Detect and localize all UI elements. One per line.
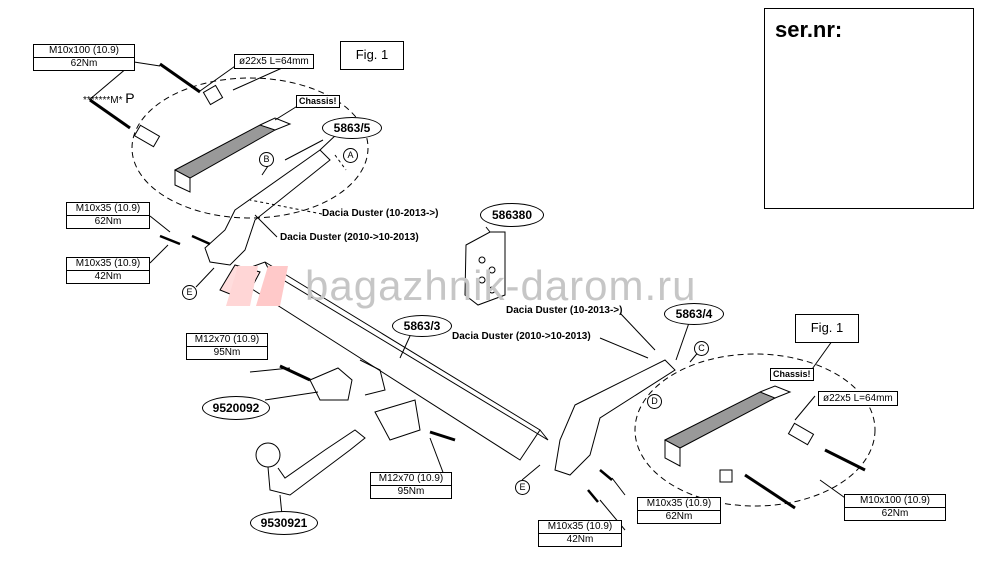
bolt-label-bottom-right-1: M10x35 (10.9) 62Nm — [637, 497, 721, 524]
bolt-torque: 95Nm — [397, 486, 425, 497]
bolt-torque: 62Nm — [70, 58, 98, 69]
note-left-new: Dacia Duster (10-2013->) — [322, 208, 439, 219]
bolt-torque: 95Nm — [213, 347, 241, 358]
marker-d: D — [647, 394, 662, 409]
part-label-plate: 586380 — [480, 203, 544, 227]
bolt-torque: 42Nm — [94, 271, 122, 282]
bolt-spec: M10x100 (10.9) — [34, 45, 134, 58]
watermark-logo — [226, 266, 288, 306]
note-right-old: Dacia Duster (2010->10-2013) — [452, 331, 591, 342]
marker-b: B — [259, 152, 274, 167]
figure-label-left: Fig. 1 — [340, 41, 404, 70]
bolt-label-ball-lower: M12x70 (10.9) 95Nm — [370, 472, 452, 499]
serial-code: *******M* — [83, 95, 123, 106]
part-label-bracket-right: 5863/4 — [664, 303, 724, 325]
part-label-crossbar: 5863/3 — [392, 315, 452, 337]
bolt-spec: M12x70 (10.9) — [187, 334, 267, 347]
bolt-torque: 62Nm — [881, 508, 909, 519]
chassis-note-right: Chassis! — [770, 368, 814, 381]
serial-plate-letter: P — [125, 90, 135, 106]
left-bracket-shape — [204, 149, 331, 266]
spacer-label-right: ø22x5 L=64mm — [818, 391, 898, 406]
bolt-torque: 62Nm — [665, 511, 693, 522]
bolt-spec: M10x35 (10.9) — [67, 203, 149, 216]
serial-number-box: ser.nr: — [764, 8, 974, 209]
part-label-bracket-left: 5863/5 — [322, 117, 382, 139]
part-label-ball-mount: 9520092 — [202, 396, 270, 420]
bolt-label-bottom-right-2: M10x35 (10.9) 42Nm — [538, 520, 622, 547]
fig-ellipse-left — [131, 77, 369, 219]
bolt-label-mid-left-2: M10x35 (10.9) 42Nm — [66, 257, 150, 284]
note-right-new: Dacia Duster (10-2013->) — [506, 305, 623, 316]
bolt-spec: M10x35 (10.9) — [539, 521, 621, 534]
bolt-label-top-left: M10x100 (10.9) 62Nm — [33, 44, 135, 71]
bolt-label-right-long: M10x100 (10.9) 62Nm — [844, 494, 946, 521]
watermark-text: bagazhnik-darom.ru — [305, 262, 697, 309]
marker-c: C — [694, 341, 709, 356]
bolt-spec: M12x70 (10.9) — [371, 473, 451, 486]
bolt-spec: M10x100 (10.9) — [845, 495, 945, 508]
bolt-torque: 42Nm — [566, 534, 594, 545]
marker-a: A — [343, 148, 358, 163]
bolt-label-ball-upper: M12x70 (10.9) 95Nm — [186, 333, 268, 360]
bolt-torque: 62Nm — [94, 216, 122, 227]
marker-e-left: E — [182, 285, 197, 300]
figure-label-right: Fig. 1 — [795, 314, 859, 343]
serial-plate-text: *******M* P — [83, 90, 135, 106]
bolt-spec: M10x35 (10.9) — [638, 498, 720, 511]
spacer-label-left: ø22x5 L=64mm — [234, 54, 314, 69]
right-bracket-shape — [554, 359, 676, 476]
chassis-note-left: Chassis! — [296, 95, 340, 108]
fig-ellipse-right — [634, 353, 876, 507]
marker-e-right: E — [515, 480, 530, 495]
bolt-spec: M10x35 (10.9) — [67, 258, 149, 271]
bolt-label-mid-left-1: M10x35 (10.9) 62Nm — [66, 202, 150, 229]
serial-title: ser.nr: — [775, 17, 843, 42]
part-label-towball: 9530921 — [250, 511, 318, 535]
note-left-old: Dacia Duster (2010->10-2013) — [280, 232, 419, 243]
